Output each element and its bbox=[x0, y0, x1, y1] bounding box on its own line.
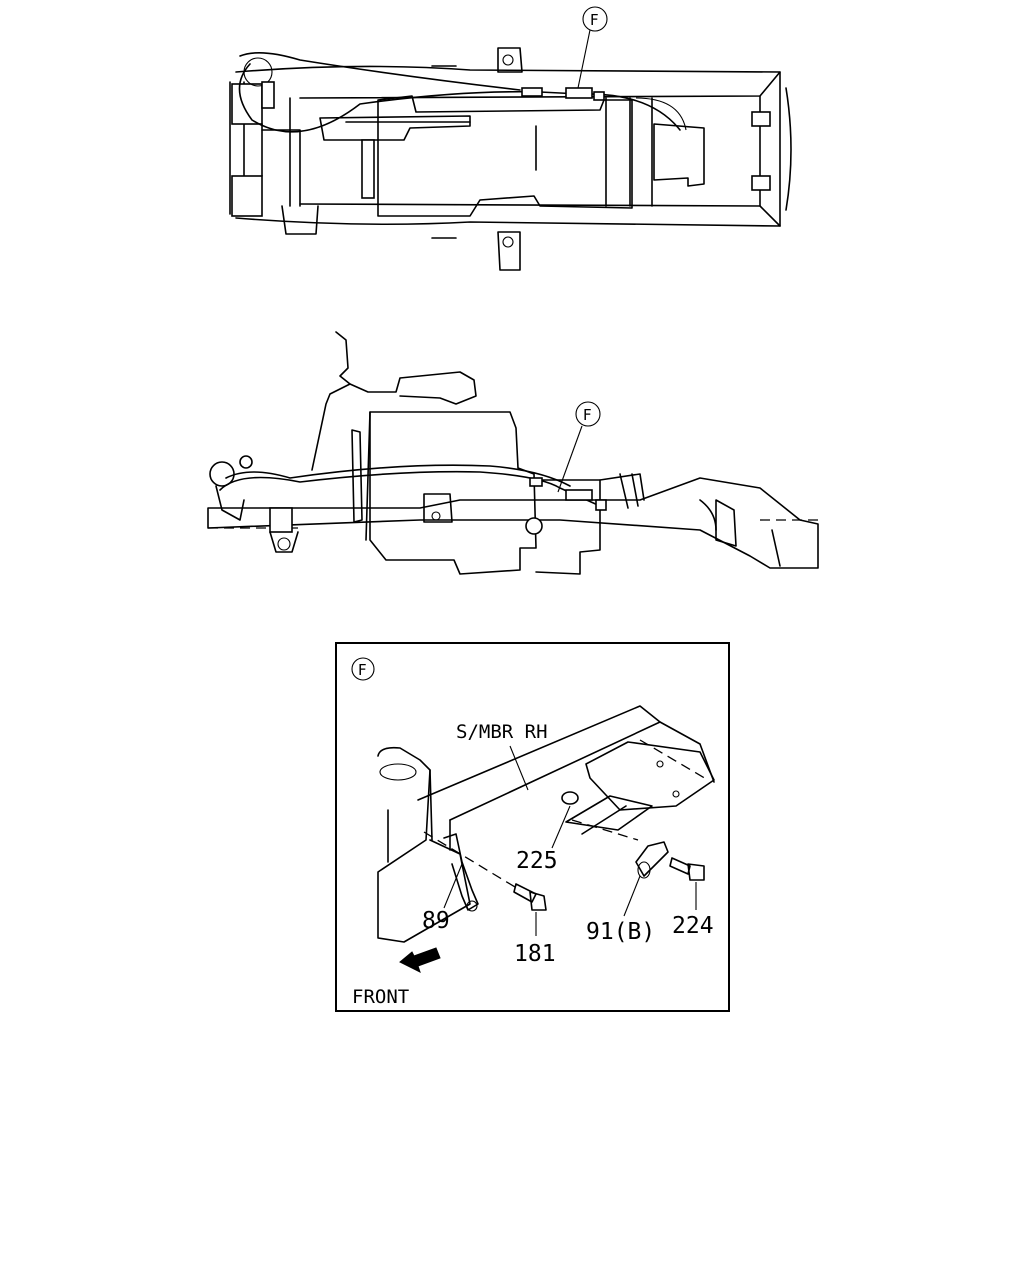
top-view-frame-drawing bbox=[229, 47, 792, 271]
side-view-drawing bbox=[207, 331, 819, 575]
part-label-224: 224 bbox=[672, 913, 714, 939]
callout-label-side: F bbox=[583, 406, 592, 424]
part-label-181: 181 bbox=[514, 941, 556, 967]
detail-callout-circle bbox=[351, 657, 375, 681]
part-label-89: 89 bbox=[422, 908, 450, 934]
callout-label-top: F bbox=[590, 11, 599, 29]
part-label-225: 225 bbox=[516, 848, 558, 874]
front-direction-label: FRONT bbox=[352, 986, 409, 1008]
detail-callout-label: F bbox=[358, 661, 367, 679]
member-label: S/MBR RH bbox=[456, 721, 548, 743]
callout-circle-top bbox=[582, 6, 608, 32]
part-label-91b: 91(B) bbox=[586, 919, 655, 945]
detail-drawing bbox=[377, 705, 715, 973]
callout-circle-side bbox=[575, 401, 601, 427]
detail-panel bbox=[335, 642, 730, 1012]
front-arrow-icon bbox=[399, 947, 441, 973]
